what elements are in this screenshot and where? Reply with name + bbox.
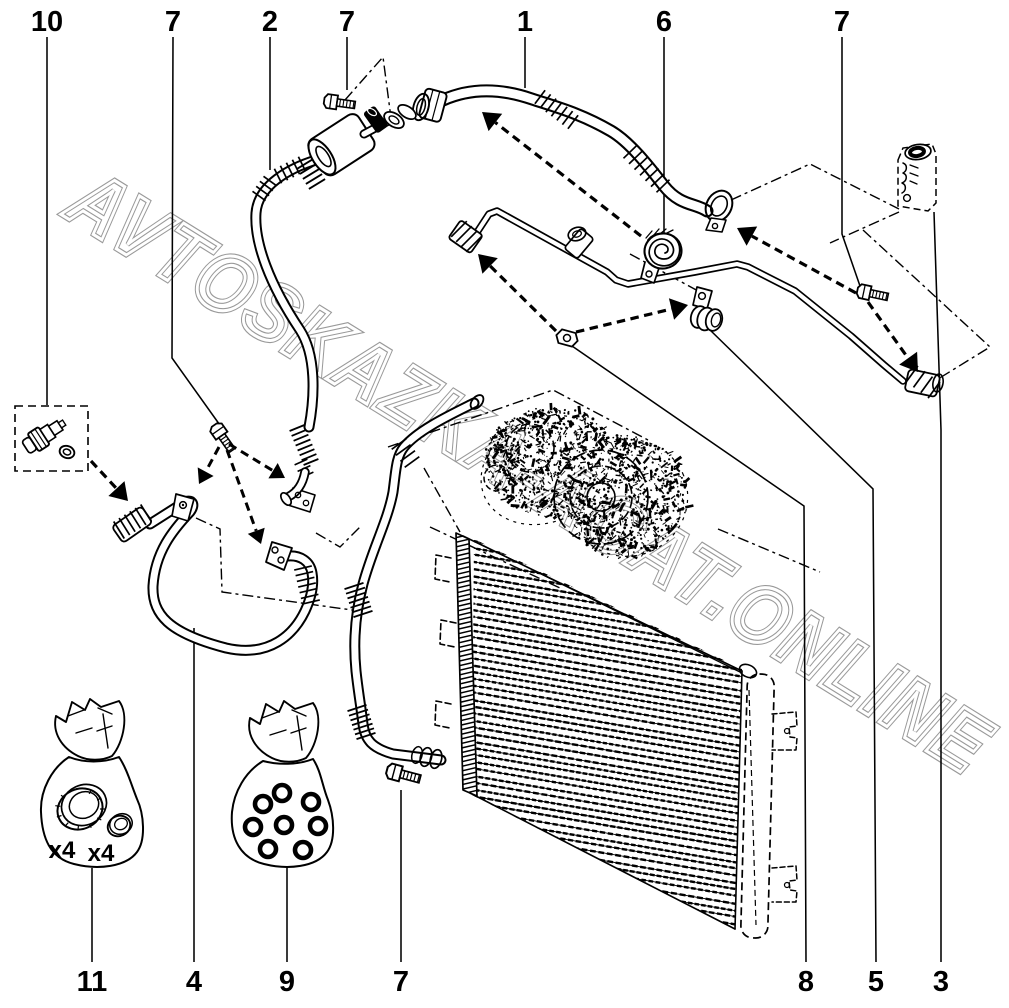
svg-text:4: 4 — [186, 966, 202, 998]
svg-text:10: 10 — [31, 6, 63, 38]
svg-text:2: 2 — [262, 6, 278, 38]
svg-text:1: 1 — [517, 6, 533, 38]
svg-text:3: 3 — [933, 966, 949, 998]
svg-text:5: 5 — [868, 966, 884, 998]
svg-text:8: 8 — [798, 966, 814, 998]
svg-text:7: 7 — [339, 6, 355, 38]
svg-text:9: 9 — [279, 966, 295, 998]
svg-text:7: 7 — [834, 6, 850, 38]
svg-text:7: 7 — [165, 6, 181, 38]
svg-text:x4: x4 — [88, 840, 115, 867]
svg-text:x4: x4 — [49, 837, 76, 864]
svg-text:7: 7 — [393, 966, 409, 998]
svg-text:6: 6 — [656, 6, 672, 38]
svg-text:11: 11 — [77, 966, 108, 998]
